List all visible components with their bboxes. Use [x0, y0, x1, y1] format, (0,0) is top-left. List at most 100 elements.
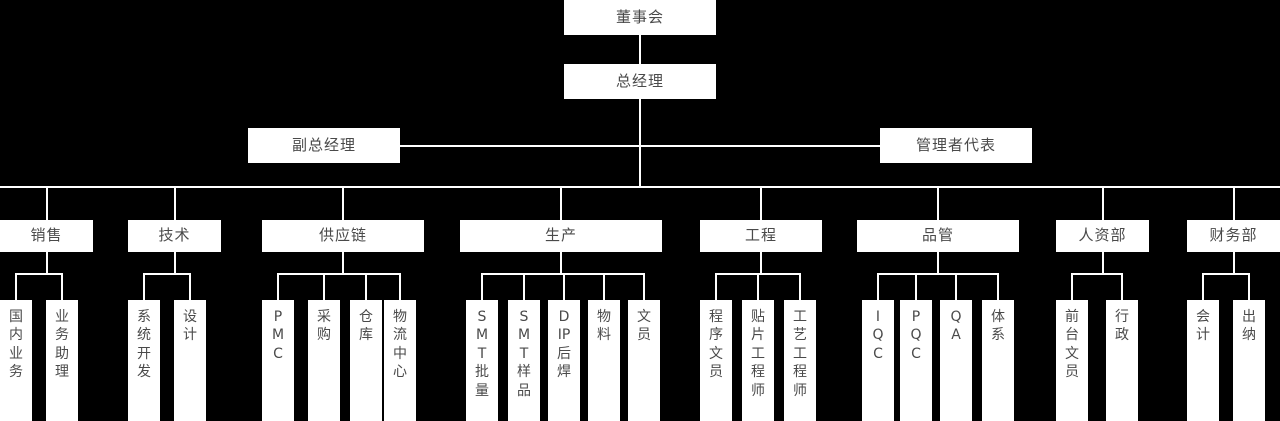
- connector-production-child-3: [603, 273, 605, 300]
- node-subunit-quality-2[interactable]: QA: [940, 300, 972, 421]
- node-subunit-engineering-2[interactable]: 工艺工程师: [784, 300, 816, 421]
- node-management-representative[interactable]: 管理者代表: [880, 128, 1032, 163]
- connector-bus-to-engineering: [760, 186, 762, 220]
- node-subunit-engineering-0-label: 程序文员: [709, 309, 723, 381]
- node-board[interactable]: 董事会: [564, 0, 716, 35]
- connector-quality-child-1: [915, 273, 917, 300]
- connector-supply-chain-subbus: [278, 273, 400, 275]
- connector-sales-child-1: [61, 273, 63, 300]
- connector-technology-down: [174, 252, 176, 273]
- connector-sales-child-0: [15, 273, 17, 300]
- node-subunit-production-4[interactable]: 文员: [628, 300, 660, 421]
- node-subunit-supply-chain-1-label: 采购: [317, 309, 331, 344]
- connector-production-down: [560, 252, 562, 273]
- connector-bus-to-finance: [1233, 186, 1235, 220]
- node-subunit-quality-0[interactable]: IQC: [862, 300, 894, 421]
- node-subunit-human-resources-1-label: 行政: [1115, 309, 1129, 344]
- node-subunit-supply-chain-3-label: 物流中心: [393, 309, 407, 381]
- connector-sales-down: [46, 252, 48, 273]
- connector-production-child-0: [481, 273, 483, 300]
- node-deputy-general-manager-label: 副总经理: [291, 135, 356, 154]
- node-subunit-production-1-label: SMT样品: [517, 309, 531, 399]
- node-subunit-technology-1[interactable]: 设计: [174, 300, 206, 421]
- node-department-human-resources[interactable]: 人资部: [1056, 220, 1149, 252]
- connector-engineering-down: [760, 252, 762, 273]
- node-subunit-production-0-label: SMT批量: [475, 309, 489, 399]
- node-subunit-sales-1-label: 业务助理: [55, 309, 69, 381]
- connector-human-resources-child-0: [1071, 273, 1073, 300]
- connector-production-child-4: [643, 273, 645, 300]
- connector-bus-to-human-resources: [1102, 186, 1104, 220]
- node-subunit-finance-0[interactable]: 会计: [1187, 300, 1219, 421]
- node-subunit-production-0[interactable]: SMT批量: [466, 300, 498, 421]
- node-subunit-supply-chain-3[interactable]: 物流中心: [384, 300, 416, 421]
- connector-supply-chain-down: [342, 252, 344, 273]
- node-subunit-production-3[interactable]: 物料: [588, 300, 620, 421]
- node-department-quality[interactable]: 品管: [857, 220, 1019, 252]
- connector-engineering-child-2: [799, 273, 801, 300]
- node-subunit-sales-0[interactable]: 国内业务: [0, 300, 32, 421]
- node-department-engineering[interactable]: 工程: [700, 220, 822, 252]
- node-subunit-supply-chain-2-label: 仓库: [359, 309, 373, 344]
- node-subunit-engineering-1[interactable]: 贴片工程师: [742, 300, 774, 421]
- node-subunit-production-2[interactable]: DIP后焊: [548, 300, 580, 421]
- node-subunit-production-1[interactable]: SMT样品: [508, 300, 540, 421]
- node-subunit-engineering-2-label: 工艺工程师: [793, 309, 807, 399]
- node-subunit-supply-chain-1[interactable]: 采购: [308, 300, 340, 421]
- node-general-manager[interactable]: 总经理: [564, 64, 716, 99]
- connector-gm-spine: [639, 99, 641, 187]
- node-department-production[interactable]: 生产: [460, 220, 662, 252]
- node-subunit-quality-3[interactable]: 体系: [982, 300, 1014, 421]
- node-department-supply-chain[interactable]: 供应链: [262, 220, 424, 252]
- connector-technology-subbus: [144, 273, 190, 275]
- node-subunit-human-resources-0-label: 前台文员: [1065, 309, 1079, 381]
- node-subunit-human-resources-0[interactable]: 前台文员: [1056, 300, 1088, 421]
- node-department-sales-label: 销售: [30, 226, 63, 245]
- connector-supply-chain-child-3: [399, 273, 401, 300]
- node-subunit-engineering-0[interactable]: 程序文员: [700, 300, 732, 421]
- node-department-technology[interactable]: 技术: [128, 220, 221, 252]
- connector-finance-child-1: [1248, 273, 1250, 300]
- node-subunit-finance-1-label: 出纳: [1242, 309, 1256, 344]
- node-subunit-quality-2-label: QA: [950, 309, 962, 344]
- node-subunit-production-4-label: 文员: [637, 309, 651, 344]
- node-deputy-general-manager[interactable]: 副总经理: [248, 128, 400, 163]
- connector-board-to-gm: [639, 35, 641, 64]
- connector-human-resources-down: [1102, 252, 1104, 273]
- connector-department-bus: [0, 186, 1280, 188]
- connector-engineering-child-1: [757, 273, 759, 300]
- node-department-sales[interactable]: 销售: [0, 220, 93, 252]
- node-department-finance-label: 财务部: [1209, 226, 1258, 245]
- node-subunit-human-resources-1[interactable]: 行政: [1106, 300, 1138, 421]
- connector-quality-down: [937, 252, 939, 273]
- node-general-manager-label: 总经理: [615, 71, 664, 90]
- node-subunit-production-2-label: DIP后焊: [557, 309, 571, 381]
- node-subunit-supply-chain-2[interactable]: 仓库: [350, 300, 382, 421]
- connector-bus-to-quality: [937, 186, 939, 220]
- node-subunit-finance-1[interactable]: 出纳: [1233, 300, 1265, 421]
- connector-supply-chain-child-0: [277, 273, 279, 300]
- connector-engineering-child-0: [715, 273, 717, 300]
- node-subunit-technology-0[interactable]: 系统开发: [128, 300, 160, 421]
- node-subunit-engineering-1-label: 贴片工程师: [751, 309, 765, 399]
- node-department-technology-label: 技术: [158, 226, 191, 245]
- connector-human-resources-subbus: [1072, 273, 1122, 275]
- connector-quality-child-0: [877, 273, 879, 300]
- node-subunit-quality-1-label: PQC: [910, 309, 922, 362]
- node-subunit-quality-3-label: 体系: [991, 309, 1005, 344]
- node-subunit-technology-0-label: 系统开发: [137, 309, 151, 381]
- node-subunit-supply-chain-0[interactable]: PMC: [262, 300, 294, 421]
- node-subunit-sales-0-label: 国内业务: [9, 309, 23, 381]
- node-subunit-sales-1[interactable]: 业务助理: [46, 300, 78, 421]
- node-department-production-label: 生产: [544, 226, 577, 245]
- connector-supply-chain-child-1: [323, 273, 325, 300]
- connector-technology-child-1: [189, 273, 191, 300]
- node-subunit-quality-0-label: IQC: [872, 309, 884, 362]
- connector-finance-subbus: [1203, 273, 1249, 275]
- node-department-engineering-label: 工程: [744, 226, 777, 245]
- node-department-finance[interactable]: 财务部: [1187, 220, 1280, 252]
- connector-production-child-2: [563, 273, 565, 300]
- connector-quality-child-2: [955, 273, 957, 300]
- node-subunit-quality-1[interactable]: PQC: [900, 300, 932, 421]
